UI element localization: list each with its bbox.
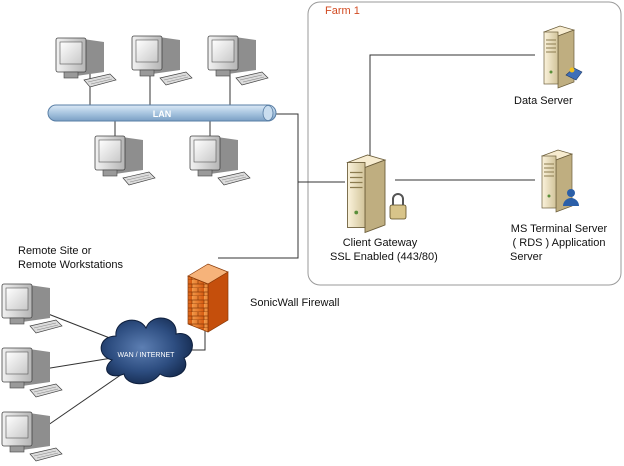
firewall-icon [187, 263, 229, 333]
remote-workstation [1, 347, 63, 398]
farm-boundary [307, 1, 622, 286]
lan-workstation [94, 135, 156, 186]
terminal-server-icon [541, 149, 579, 213]
lan-label: LAN [153, 109, 172, 119]
client-gateway-label-line1: Client Gateway [342, 237, 418, 249]
terminal-server-label-line1: MS Terminal Server [510, 223, 608, 235]
terminal-server-label-line3: Server [510, 251, 543, 263]
internet-cloud-icon: WAN / INTERNET [100, 317, 193, 385]
remote-site-label: Remote Site or Remote Workstations [18, 244, 123, 272]
lan-workstation [55, 37, 117, 88]
lan-bus [47, 104, 277, 122]
terminal-server-label: MS Terminal Server ( RDS ) Application S… [500, 222, 618, 264]
lan-workstation [131, 35, 193, 86]
connection-lines [37, 54, 535, 433]
lan-workstation [207, 35, 269, 86]
wan-label: WAN / INTERNET [118, 352, 176, 359]
data-server-label: Data Server [514, 95, 573, 107]
data-server-icon [543, 25, 583, 89]
client-gateway-label-line2: SSL Enabled (443/80) [330, 251, 438, 263]
remote-site-label-line1: Remote Site or [18, 245, 92, 257]
remote-site-label-line2: Remote Workstations [18, 259, 123, 271]
terminal-server-label-line2: ( RDS ) Application [512, 237, 606, 249]
client-gateway-icon [346, 154, 407, 234]
remote-workstation [1, 411, 63, 462]
lan-workstation [189, 135, 251, 186]
farm-title: Farm 1 [325, 5, 360, 17]
client-gateway-label: Client Gateway SSL Enabled (443/80) [330, 236, 438, 264]
firewall-label: SonicWall Firewall [250, 297, 340, 309]
remote-workstation [1, 283, 63, 334]
